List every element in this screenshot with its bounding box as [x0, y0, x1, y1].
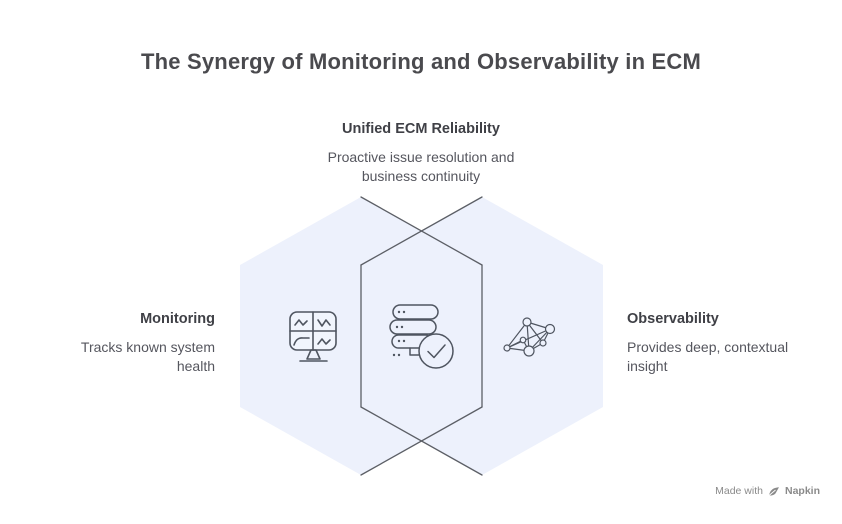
server-check-icon [389, 304, 454, 369]
center-label-block: Unified ECM Reliability Proactive issue … [0, 121, 842, 185]
page-title: The Synergy of Monitoring and Observabil… [140, 49, 702, 74]
network-graph-icon [503, 317, 556, 357]
napkin-pen-icon [768, 487, 779, 496]
footer-prefix: Made with [715, 485, 763, 497]
monitor-charts-icon [289, 311, 337, 362]
footer-brand: Napkin [784, 485, 820, 497]
overlap-hexagon-outline [360, 196, 483, 476]
left-heading: Monitoring [140, 311, 215, 327]
center-description: Proactive issue resolution and business … [327, 149, 515, 184]
right-description: Provides deep, contextual insight [627, 339, 789, 374]
left-label-block: Monitoring Tracks known system health [15, 311, 215, 375]
footer-credit: Made with Napkin [715, 485, 820, 497]
left-description: Tracks known system health [80, 339, 215, 374]
right-label-block: Observability Provides deep, contextual … [627, 311, 827, 375]
center-heading: Unified ECM Reliability [342, 121, 500, 137]
right-heading: Observability [627, 311, 719, 327]
